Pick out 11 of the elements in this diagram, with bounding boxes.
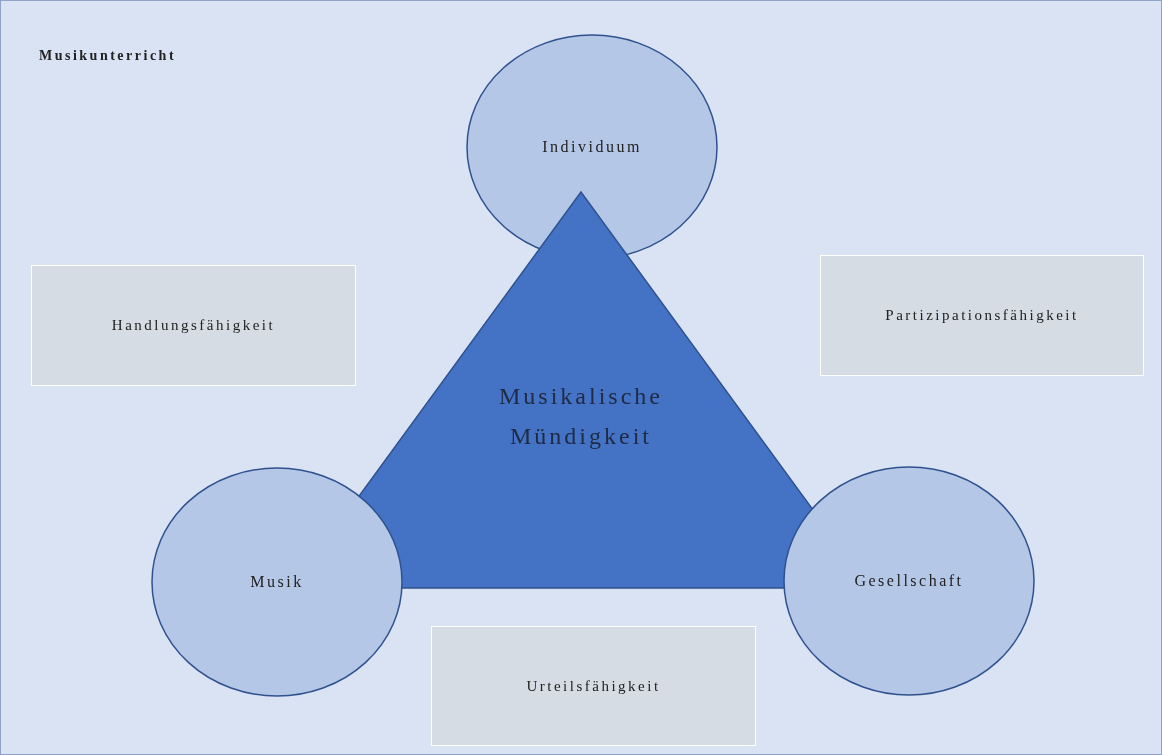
triangle-label: Musikalische Mündigkeit	[498, 382, 664, 451]
competence-box	[820, 255, 1144, 376]
box-label: Partizipationsfähigkeit	[885, 307, 1079, 324]
circle-label: Musik	[250, 573, 304, 591]
competence-box	[431, 626, 756, 746]
competence-box	[31, 265, 356, 386]
box-label: Handlungsfähigkeit	[111, 317, 276, 334]
circle-label: Gesellschaft	[854, 572, 964, 590]
circle-label: Individuum	[542, 138, 642, 156]
box-label: Urteilsfähigkeit	[526, 677, 661, 695]
frame-title: Musikunterricht	[39, 48, 177, 64]
